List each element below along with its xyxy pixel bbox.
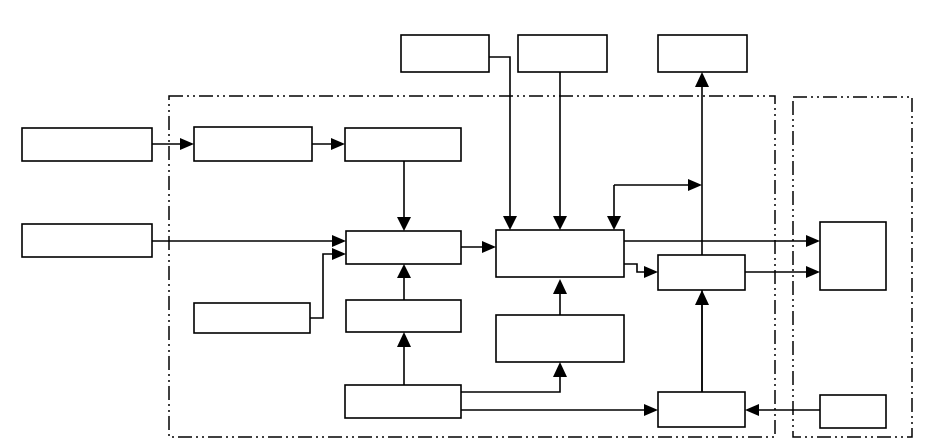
box-top-1[interactable]: [400, 34, 490, 73]
arrowhead-right-mid-in: [644, 266, 658, 278]
arrowhead-core-top-in-2: [553, 216, 567, 230]
box-side-param[interactable]: [193, 302, 311, 334]
box-output-lower[interactable]: [819, 394, 887, 429]
box-stage-1[interactable]: [193, 126, 313, 162]
arrowhead-stage-2-in: [331, 138, 345, 150]
arrowhead-right-bottom-right-in: [745, 404, 759, 416]
panel-right-boundary: [792, 96, 913, 438]
box-core[interactable]: [495, 229, 625, 278]
arrowhead-core-bottom-in: [553, 279, 567, 294]
arrowhead-merge-bottom-in: [397, 264, 411, 278]
box-right-mid[interactable]: [657, 254, 746, 291]
box-stage-2[interactable]: [344, 127, 462, 162]
box-top-2[interactable]: [517, 34, 608, 73]
box-output-upper[interactable]: [819, 221, 887, 291]
arrowhead-core-top-in-1: [503, 216, 517, 230]
box-mid-lower[interactable]: [345, 299, 462, 333]
box-top-3[interactable]: [657, 34, 748, 73]
arrowhead-merge-top-in: [397, 217, 411, 231]
arrowhead-output-upper-in-1: [806, 235, 820, 247]
box-core-support[interactable]: [495, 314, 625, 363]
arrowhead-feedback-riser-in: [688, 179, 702, 191]
box-right-bottom[interactable]: [657, 391, 746, 428]
link-side-param-to-merge: [310, 253, 340, 319]
arrowhead-merge-left-in-2: [332, 248, 346, 260]
arrowhead-right-mid-bottom-in: [695, 290, 709, 305]
arrowhead-stage-1-in: [180, 138, 194, 150]
arrowhead-core-top-in-3: [607, 216, 621, 230]
arrowhead-core-support-in: [553, 362, 567, 377]
panel-left-boundary: [168, 95, 776, 438]
arrowhead-mid-lower-in: [397, 332, 411, 347]
arrowhead-output-upper-in-2: [806, 266, 820, 278]
box-merge[interactable]: [345, 230, 462, 265]
arrowhead-right-bottom-in: [644, 404, 658, 416]
box-input-upper[interactable]: [21, 127, 153, 162]
box-bottom-left[interactable]: [344, 384, 462, 419]
link-bottom-left-to-core-support: [461, 371, 561, 393]
arrowhead-top-3-in: [695, 72, 709, 87]
box-input-lower[interactable]: [21, 223, 153, 258]
arrowhead-core-left-in: [482, 241, 496, 253]
arrowhead-merge-left-in: [332, 235, 346, 247]
link-top-1-to-core: [489, 56, 511, 223]
